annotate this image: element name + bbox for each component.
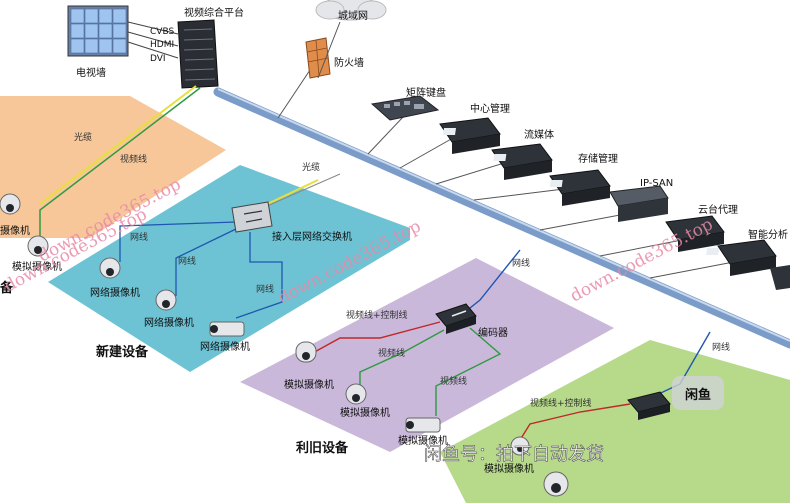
server-label-analysis: 智能分析 [748, 228, 788, 241]
network-lines-new [119, 221, 283, 319]
fiber-line-left [39, 85, 197, 205]
video-platform-rack [177, 19, 219, 89]
new-camera-label-1: 网络摄像机 [90, 286, 140, 299]
old-video-line-2: 视频线 [440, 375, 467, 387]
old-net-line-label: 网线 [512, 257, 530, 269]
edge-server-cut [770, 265, 790, 290]
new-net-line-3: 网线 [256, 283, 274, 295]
streaming-media-server [491, 143, 553, 180]
video-line-left [39, 87, 201, 240]
port-hdmi: HDMI [150, 40, 174, 50]
left-fiber-label: 光缆 [74, 131, 92, 143]
video-platform-label: 视频综合平台 [184, 6, 244, 19]
old-camera-label-2: 模拟摄像机 [340, 406, 390, 419]
server-label-stream: 流媒体 [524, 128, 554, 141]
firewall-label: 防火墙 [334, 56, 364, 69]
server-label-ptz: 云台代理 [698, 203, 738, 216]
green-camera-label: 模拟摄像机 [484, 462, 534, 475]
server-label-center: 中心管理 [470, 102, 510, 115]
zone-old-equipment-left [0, 96, 226, 238]
new-camera-label-2: 网络摄像机 [144, 316, 194, 329]
server-label-matrix: 矩阵键盘 [406, 86, 446, 99]
port-dvi: DVI [150, 54, 166, 64]
old-zone-title: 利旧设备 [296, 440, 349, 456]
firewall-icon [305, 37, 331, 79]
matrix-keyboard-device [370, 95, 440, 121]
old-line-ctrl-label: 视频线+控制线 [346, 309, 408, 321]
ip-san-storage [609, 185, 669, 222]
access-switch-device [231, 201, 273, 233]
left-camera-label-2: 模拟摄像机 [12, 260, 62, 273]
new-fiber-label: 光缆 [302, 161, 320, 173]
left-camera-label-1: 摄像机 [0, 224, 30, 237]
server-label-ipsan: IP-SAN [640, 178, 673, 189]
ptz-proxy-server [665, 215, 725, 252]
new-net-line-1: 网线 [130, 231, 148, 243]
encoder-device [435, 303, 477, 334]
left-video-label: 视频线 [120, 153, 147, 165]
left-zone-title-cut: 备 [0, 280, 14, 296]
new-zone-title: 新建设备 [96, 344, 149, 360]
encoder-label: 编码器 [478, 326, 508, 339]
zone-new-equipment [48, 165, 410, 372]
green-net-line-label: 网线 [712, 341, 730, 353]
port-cvbs: CVBS [150, 27, 174, 37]
old-camera-label-1: 模拟摄像机 [284, 378, 334, 391]
new-camera-label-3: 网络摄像机 [200, 340, 250, 353]
new-net-line-2: 网线 [178, 255, 196, 267]
server-label-storage: 存储管理 [578, 152, 618, 165]
ptz-camera-icon [295, 341, 317, 363]
app-badge: 闲鱼 [672, 376, 724, 410]
zone-reused-equipment [240, 258, 614, 452]
tv-wall-label: 电视墙 [76, 66, 106, 79]
wan-label: 城域网 [338, 9, 368, 22]
switch-label: 接入层网络交换机 [272, 230, 352, 243]
old-video-line-1: 视频线 [378, 347, 405, 359]
old-zone-lines [299, 249, 521, 416]
bullet-camera-icon [209, 321, 441, 433]
app-badge-label: 闲鱼 [685, 387, 711, 403]
green-line-ctrl-label: 视频线+控制线 [530, 397, 592, 409]
backbone-bus [213, 87, 790, 349]
smart-analysis-server [706, 239, 777, 276]
tv-wall-device [67, 5, 129, 57]
storage-management-server [549, 169, 611, 206]
center-management-server [439, 117, 501, 154]
overlay-caption: 闲鱼号：拍下自动发货 [424, 444, 604, 465]
green-encoder-device [627, 391, 671, 420]
old-camera-label-3: 模拟摄像机 [398, 434, 448, 447]
cloud-icon [315, 0, 387, 21]
